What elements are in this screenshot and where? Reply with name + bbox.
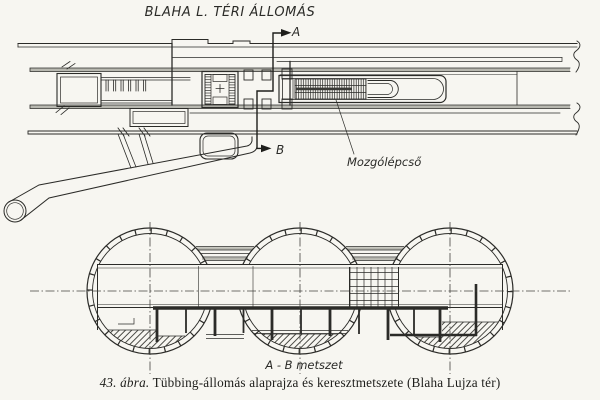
plan-stairwell — [201, 70, 239, 109]
under-platform-structure — [118, 284, 478, 342]
centre-lines — [30, 222, 570, 374]
figure-caption: 43. ábra. Tübbing-állomás alaprajza és k… — [0, 375, 600, 391]
section-arrow-a-icon — [281, 29, 292, 37]
plan-access-corridor — [3, 127, 258, 223]
figure-number: 43. ábra. — [99, 375, 150, 390]
cross-section-drawing — [30, 222, 570, 374]
section-marker-b: B — [276, 143, 285, 157]
cross-section-label: A - B metszet — [265, 358, 343, 372]
staircase-grid — [349, 267, 399, 308]
plan-left-room — [55, 60, 102, 116]
escalator-leader-line — [335, 99, 355, 155]
escalator-plan — [278, 74, 447, 104]
plan-columns — [243, 68, 293, 110]
plan-view-drawing — [3, 39, 581, 223]
figure-caption-text: Tübbing-állomás alaprajza és keresztmets… — [152, 375, 501, 390]
plan-corridor — [100, 77, 191, 104]
section-marker-a: A — [292, 25, 301, 39]
section-arrow-b-icon — [261, 144, 272, 153]
plan-title: BLAHA L. TÉRI ÁLLOMÁS — [144, 5, 316, 20]
plan-rounded-room — [199, 132, 239, 160]
section-cut-line — [256, 29, 292, 153]
escalator-label: Mozgólépcső — [347, 155, 422, 169]
connecting-vault-lines — [196, 246, 404, 261]
